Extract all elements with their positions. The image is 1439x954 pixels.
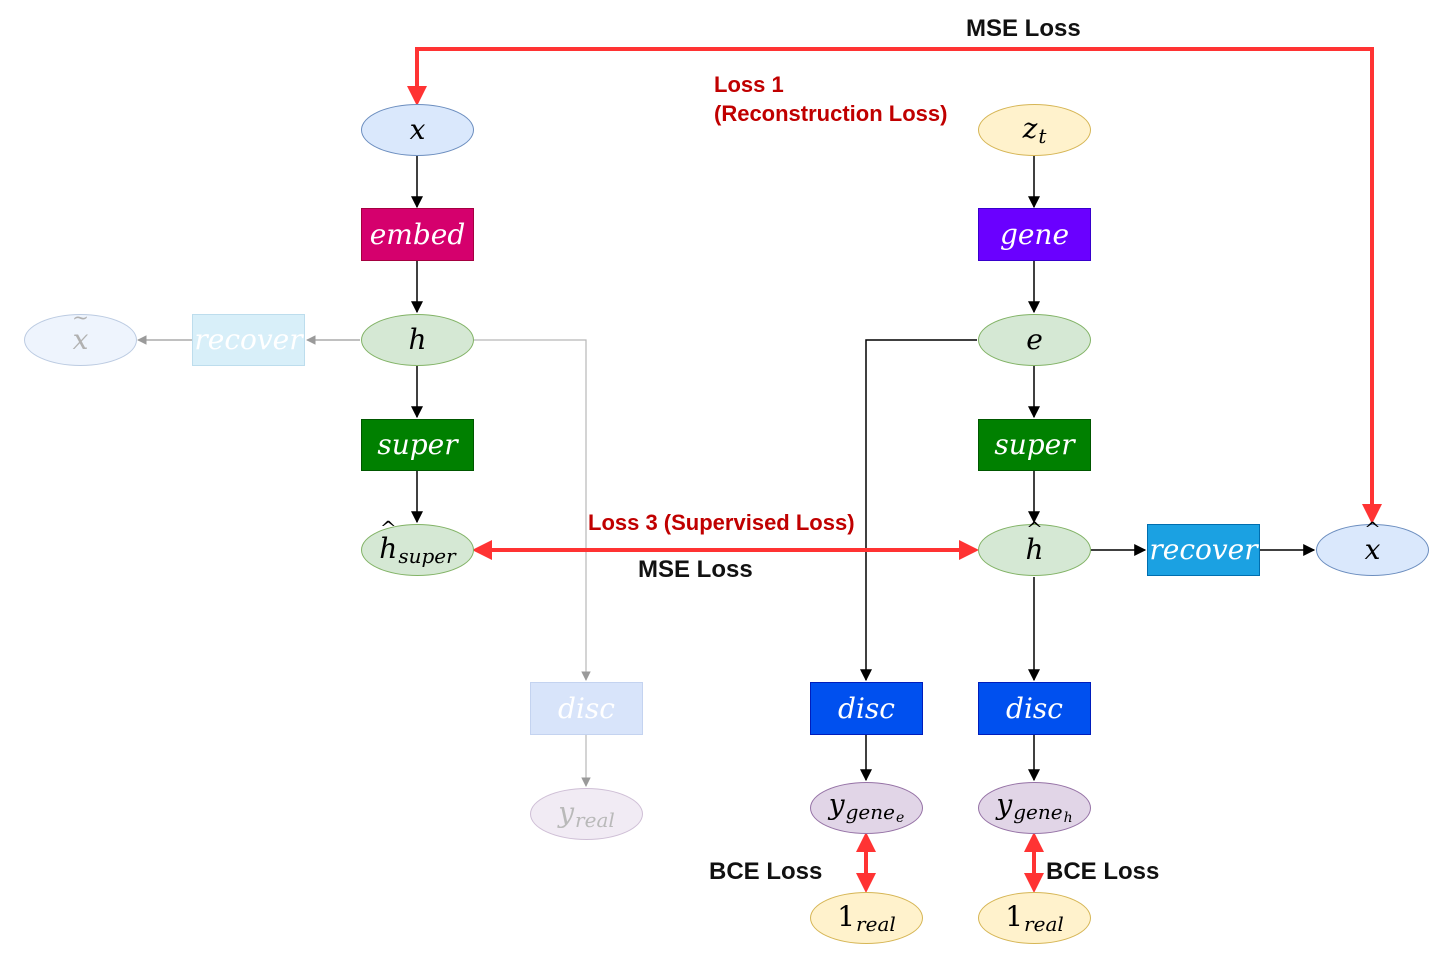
node-disc-e-label: disc [838, 691, 895, 725]
node-recover-faded: recover [192, 314, 305, 366]
node-h-hat: h [978, 524, 1091, 576]
label-loss3-supervised: Loss 3 (Supervised Loss) [588, 510, 855, 535]
node-embed: embed [361, 208, 474, 261]
node-recover-faded-label: recover [194, 323, 303, 356]
node-z-t-label: zt [1022, 111, 1047, 148]
node-h: h [361, 314, 474, 366]
node-z-t: zt [978, 104, 1091, 156]
node-super-right-label: super [994, 428, 1075, 461]
node-disc-faded-label: disc [558, 691, 615, 725]
node-super-left-label: super [377, 428, 458, 461]
node-x-hat: x [1316, 524, 1429, 576]
label-mse-loss-top: MSE Loss [966, 15, 1081, 42]
edge-h-disc-faded [474, 339, 591, 681]
node-recover-label: recover [1149, 533, 1258, 566]
node-x-hat-label: x [1365, 536, 1381, 564]
node-x-tilde-label: x [73, 326, 89, 354]
label-loss1: Loss 1 [714, 72, 784, 97]
label-bce-loss-left: BCE Loss [709, 858, 823, 885]
node-one-real-e-label: 1real [837, 899, 896, 936]
node-one-real-e: 1real [810, 892, 923, 944]
node-recover: recover [1147, 524, 1260, 576]
node-h-label: h [408, 323, 427, 356]
node-x-tilde: x [24, 314, 137, 366]
node-y-gene-e-label: ygenee [828, 788, 905, 826]
node-gene: gene [978, 208, 1091, 261]
node-disc-h: disc [978, 682, 1091, 735]
node-h-super-label: hsuper [379, 534, 455, 566]
node-disc-faded: disc [530, 682, 643, 735]
node-y-real: yreal [530, 788, 643, 840]
node-super-right: super [978, 419, 1091, 471]
label-bce-loss-right: BCE Loss [1046, 858, 1160, 885]
edge-e-disc [860, 339, 977, 682]
node-h-hat-label: h [1025, 536, 1043, 564]
node-one-real-h: 1real [978, 892, 1091, 944]
node-e-label: e [1026, 323, 1043, 356]
node-y-gene-h-label: ygeneh [996, 788, 1073, 826]
label-mse-loss-mid: MSE Loss [638, 556, 753, 583]
node-x-label: x [409, 113, 426, 146]
node-disc-h-label: disc [1006, 691, 1063, 725]
loss-arrow-reconstruction [407, 47, 1382, 524]
node-x: x [361, 104, 474, 156]
node-gene-label: gene [999, 217, 1070, 251]
node-one-real-h-label: 1real [1005, 899, 1064, 936]
node-y-real-label: yreal [558, 795, 615, 832]
node-y-gene-h: ygeneh [978, 782, 1091, 834]
node-disc-e: disc [810, 682, 923, 735]
node-y-gene-e: ygenee [810, 782, 923, 834]
node-e: e [978, 314, 1091, 366]
label-loss1-reconstruction: (Reconstruction Loss) [714, 101, 948, 126]
node-embed-label: embed [369, 217, 466, 251]
node-h-super: hsuper [361, 524, 474, 576]
node-super-left: super [361, 419, 474, 471]
